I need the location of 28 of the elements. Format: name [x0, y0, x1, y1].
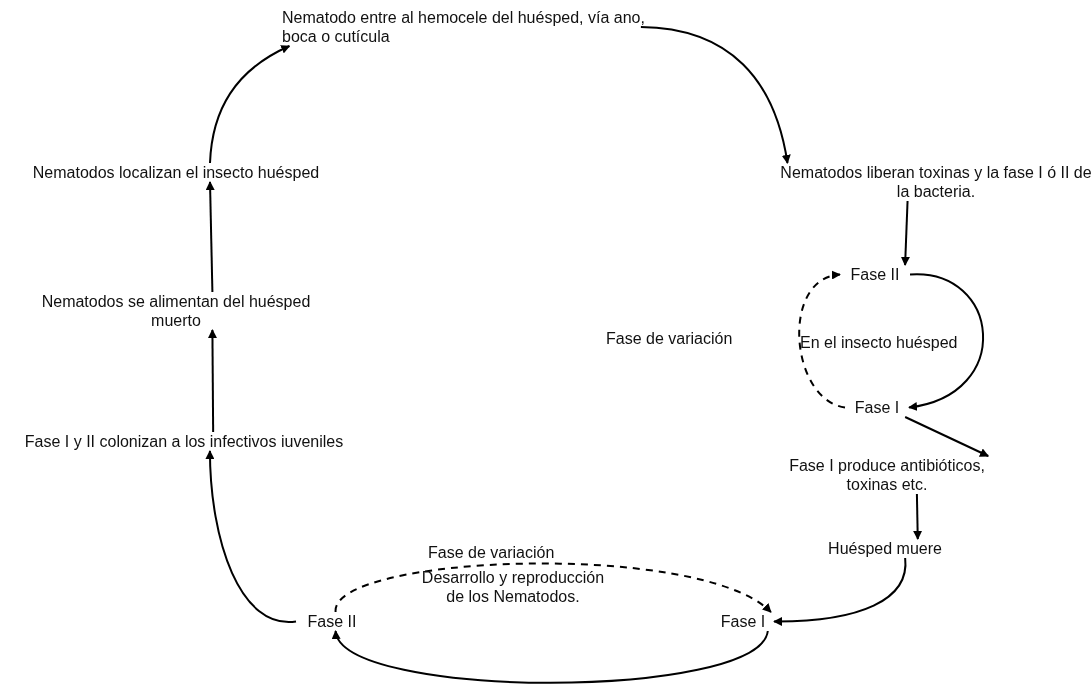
step-text: Nematodos liberan toxinas y la fase I ó II de la bacteria.	[778, 163, 1091, 201]
cycle-label: Fase de variación	[428, 543, 556, 562]
arrow	[908, 273, 984, 411]
step-text: Nematodos se alimentan del huésped muerto	[36, 292, 316, 330]
cycle-label: Desarrollo y reproducción de los Nematodos.	[420, 568, 606, 606]
arrow	[639, 26, 791, 164]
arrow	[205, 181, 215, 293]
step-text: Huésped muere	[822, 539, 948, 558]
arrow	[900, 200, 910, 266]
step-text: Fase I	[712, 612, 774, 631]
step-text: Fase I	[845, 398, 909, 417]
arrow	[209, 45, 291, 164]
arrow	[913, 493, 923, 540]
arrow	[773, 557, 907, 626]
arrow	[207, 329, 217, 433]
step-text: Nematodo entre al hemocele del huésped, vía ano, boca o cutícula	[282, 8, 652, 46]
cycle-label: En el insecto huésped	[800, 333, 959, 352]
step-text: Fase I y II colonizan a los infectivos iuveniles	[22, 432, 346, 451]
arrow	[904, 416, 990, 457]
arrow	[205, 450, 297, 623]
arrow	[798, 272, 846, 409]
cycle-label: Fase de variación	[606, 329, 734, 348]
arrow	[334, 562, 772, 613]
step-text: Fase I produce antibióticos, toxinas etc.	[772, 456, 1002, 494]
step-text: Nematodos localizan el insecto huésped	[6, 163, 346, 182]
step-text: Fase II	[840, 265, 910, 284]
arrow	[334, 630, 769, 684]
step-text: Fase II	[296, 612, 368, 631]
